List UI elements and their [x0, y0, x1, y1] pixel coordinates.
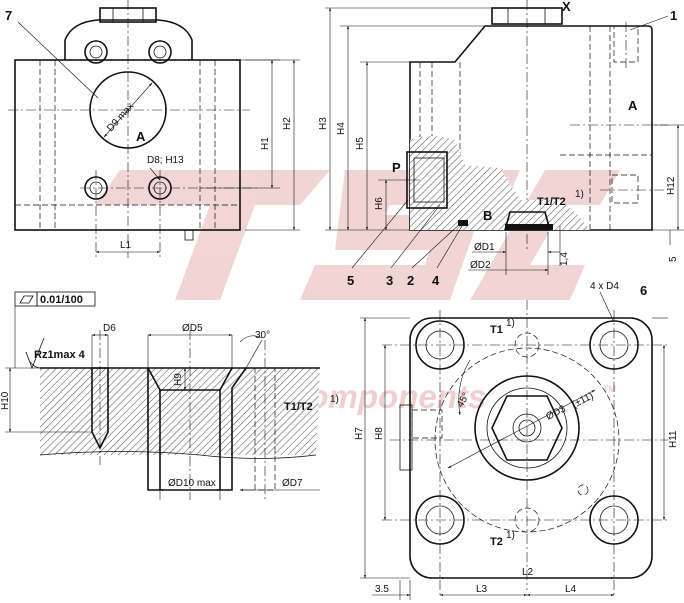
side-body-outline [409, 25, 653, 231]
front-body-outline [14, 59, 241, 231]
front-port-a-label: A [136, 129, 146, 144]
callout-2: 2 [407, 273, 414, 288]
section-hatch [40, 368, 320, 455]
h12-label: H12 [666, 176, 677, 195]
plan-body-outline [409, 317, 653, 579]
h6-label: H6 [374, 197, 385, 210]
t1-sup: 1) [506, 318, 515, 329]
t2-sup: 1) [506, 530, 515, 541]
h1-label: H1 [260, 137, 271, 150]
section-t-port-label: T1/T2 [284, 401, 313, 413]
t1-port [514, 332, 540, 358]
callout-7: 7 [5, 8, 12, 23]
drill-hole [91, 367, 109, 450]
h7-label: H7 [354, 427, 365, 440]
l1-label: L1 [120, 240, 132, 251]
h5-label: H5 [355, 137, 366, 150]
flatness-label: 0.01/100 [40, 294, 83, 306]
x-mark: X [562, 0, 571, 14]
t2-label: T2 [490, 536, 503, 548]
dim-1-4: 1,4 [559, 252, 570, 266]
callout-6: 6 [640, 283, 647, 298]
l3-label: L3 [476, 584, 488, 595]
side-port-a-label: A [628, 98, 638, 113]
side-port-b-label: B [483, 208, 492, 223]
h10-label: H10 [0, 391, 11, 410]
front-view: D9 max A 7 D8; H13 L1 H1 H2 [5, 0, 300, 258]
h2-label: H2 [282, 117, 293, 130]
h3-label: H3 [318, 117, 329, 130]
plan-corner-holes [415, 310, 639, 595]
callout-4: 4 [432, 273, 440, 288]
watermark-tm: TM [603, 384, 616, 394]
side-section-hatch [410, 136, 590, 230]
d5-label: ØD5 [182, 323, 203, 334]
h8-label: H8 [374, 427, 385, 440]
plan-view: T1 1) T2 1) 4 x D4 6 ØD3 (±11) 45° H7 H8… [354, 281, 679, 600]
side-view: X 1 A P B T1/T2 1) H3 H4 H5 H6 H12 ØD1 Ø… [318, 0, 684, 288]
d6-label: D6 [103, 323, 116, 334]
d1-label: ØD1 [474, 242, 495, 253]
roughness-label: Rz1max 4 [34, 349, 86, 361]
section-t-port-sup: 1) [330, 394, 339, 405]
angle-30-label: 30° [255, 330, 270, 341]
d7-label: ØD7 [282, 478, 303, 489]
d8-label: D8; H13 [147, 155, 184, 166]
side-port-p-label: P [392, 160, 401, 175]
t2-port [514, 507, 540, 533]
counterbore [147, 367, 247, 491]
l2-label: L2 [522, 567, 534, 578]
side-port-t-sup: 1) [575, 189, 584, 200]
h4-label: H4 [336, 122, 347, 135]
side-port-t-label: T1/T2 [537, 196, 566, 208]
h9-label: H9 [173, 373, 184, 386]
holes-label: 4 x D4 [590, 281, 619, 292]
l4-label: L4 [565, 584, 577, 595]
t1-label: T1 [490, 324, 503, 336]
callout-5: 5 [347, 273, 354, 288]
port-a-hole [89, 71, 167, 149]
d10-label: ØD10 max [168, 478, 216, 489]
callout-1: 1 [670, 8, 677, 23]
front-boss [64, 19, 193, 60]
dim-5: 5 [668, 256, 679, 262]
d9-label: D9 max [105, 101, 136, 134]
h11-label: H11 [668, 430, 679, 448]
front-bolt-holes [80, 40, 260, 258]
d2-label: ØD2 [470, 260, 491, 271]
dim-3-5-label: 3.5 [375, 584, 389, 595]
callout-3: 3 [386, 273, 393, 288]
section-view: 0.01/100 Rz1max 4 D6 ØD5 30° H [0, 291, 339, 500]
d3-tolerance: (±11) [570, 391, 595, 411]
